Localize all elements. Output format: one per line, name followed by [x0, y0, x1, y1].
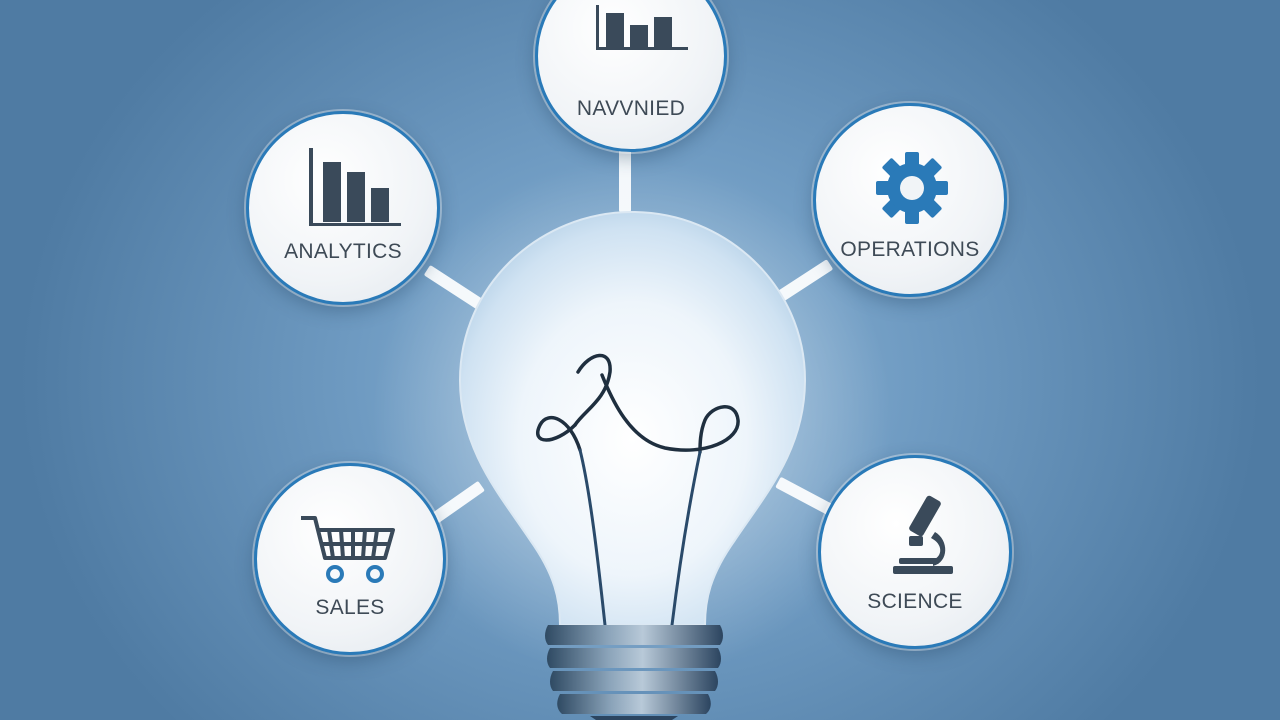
bar-chart-icon: [596, 5, 688, 50]
node-sales-label: SALES: [315, 596, 385, 619]
node-science-label: SCIENCE: [867, 590, 963, 613]
node-analytics: ANALYTICS: [246, 111, 440, 305]
node-top: NAVVNIED: [535, 0, 727, 152]
microscope-icon: [893, 495, 953, 574]
gear-icon: [876, 152, 948, 224]
node-science: SCIENCE: [818, 455, 1012, 649]
shopping-cart-icon: [301, 516, 395, 583]
bulb-base: [545, 625, 723, 720]
bar-chart-icon: [309, 148, 401, 226]
lambda-filament: [536, 353, 740, 627]
node-operations: OPERATIONS: [813, 103, 1007, 297]
node-analytics-label: ANALYTICS: [284, 240, 402, 263]
node-operations-label: OPERATIONS: [840, 238, 980, 261]
node-top-label: NAVVNIED: [576, 97, 686, 120]
node-sales: SALES: [254, 463, 446, 655]
